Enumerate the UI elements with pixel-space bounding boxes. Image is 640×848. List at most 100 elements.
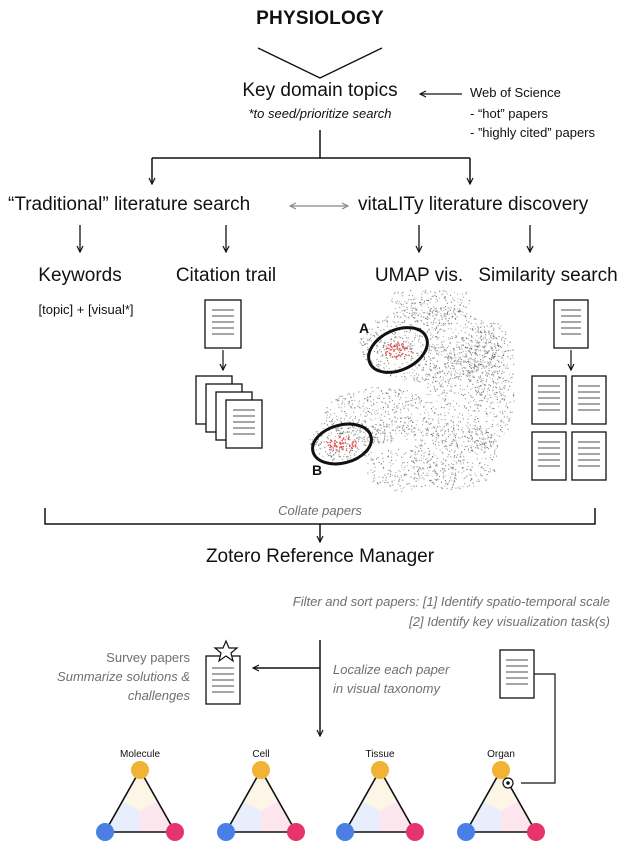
umap-point	[451, 449, 453, 451]
umap-point	[492, 381, 495, 383]
umap-point	[445, 440, 447, 443]
umap-point	[411, 310, 413, 312]
umap-point	[439, 367, 441, 369]
umap-point	[353, 427, 355, 429]
umap-point	[494, 395, 496, 397]
umap-point	[372, 399, 375, 401]
umap-point	[362, 423, 364, 425]
umap-point	[454, 354, 456, 356]
umap-point	[459, 488, 461, 490]
umap-point	[381, 401, 384, 403]
umap-point	[406, 345, 409, 347]
umap-point	[451, 486, 453, 488]
umap-point	[505, 367, 507, 369]
umap-point	[441, 318, 443, 320]
umap-point	[435, 408, 437, 410]
umap-point	[389, 485, 391, 487]
umap-point	[494, 392, 496, 394]
umap-point	[379, 417, 381, 419]
umap-point	[474, 358, 476, 360]
umap-point	[412, 377, 414, 379]
umap-point	[493, 416, 496, 418]
umap-point	[311, 439, 313, 441]
umap-point	[435, 428, 437, 430]
umap-point	[448, 338, 450, 340]
umap-point	[372, 431, 374, 433]
umap-point	[469, 328, 471, 330]
umap-point	[397, 425, 399, 427]
umap-point	[440, 385, 442, 387]
umap-point	[488, 370, 490, 372]
umap-point	[400, 421, 402, 423]
umap-point	[391, 400, 394, 402]
umap-point	[462, 373, 464, 375]
umap-point	[369, 418, 371, 420]
umap-point	[376, 347, 378, 349]
umap-point	[457, 301, 459, 303]
umap-point	[410, 312, 412, 314]
umap-point	[451, 370, 453, 373]
umap-point	[473, 363, 476, 365]
umap-point	[474, 349, 476, 351]
umap-point	[471, 432, 473, 434]
umap-point	[396, 407, 398, 409]
umap-point	[391, 429, 393, 431]
umap-point	[437, 433, 439, 435]
umap-point	[383, 426, 385, 428]
umap-point	[442, 377, 444, 379]
umap-point	[395, 375, 397, 377]
umap-point	[453, 307, 455, 310]
umap-point	[441, 317, 444, 319]
umap-point	[410, 419, 412, 422]
umap-point	[482, 346, 484, 348]
umap-point	[391, 459, 393, 461]
umap-point	[458, 376, 460, 378]
umap-point	[433, 345, 436, 347]
umap-point	[456, 341, 458, 343]
umap-point	[378, 461, 380, 464]
umap-point	[477, 478, 480, 480]
umap-point	[404, 331, 406, 333]
umap-point	[422, 367, 425, 369]
umap-point	[487, 435, 489, 437]
umap-point	[362, 354, 365, 356]
umap-point	[496, 396, 498, 398]
umap-point	[395, 395, 397, 397]
umap-point	[432, 442, 434, 444]
umap-point	[412, 357, 414, 359]
umap-point	[466, 319, 468, 321]
umap-point	[389, 469, 391, 471]
umap-point	[384, 415, 386, 417]
umap-point	[394, 291, 397, 293]
umap-point	[478, 410, 480, 412]
umap-point	[332, 422, 334, 425]
umap-point	[338, 429, 340, 432]
umap-point	[380, 462, 382, 465]
umap-point	[457, 376, 459, 378]
umap-point	[363, 438, 365, 440]
umap-point	[393, 340, 395, 342]
umap-point	[501, 357, 503, 359]
umap-point	[416, 446, 418, 449]
umap-point	[386, 439, 388, 441]
umap-point	[430, 332, 432, 334]
umap-point	[453, 309, 455, 312]
umap-point	[449, 444, 451, 446]
umap-point	[403, 309, 405, 311]
umap-point	[338, 456, 340, 458]
umap-point	[387, 406, 389, 408]
umap-highlight-point	[388, 352, 391, 355]
umap-point	[462, 344, 464, 346]
localize-document	[499, 649, 535, 699]
umap-point	[411, 425, 413, 427]
umap-point	[435, 336, 437, 338]
umap-point	[377, 321, 379, 323]
umap-point	[462, 462, 465, 464]
umap-point	[492, 354, 494, 356]
umap-point	[440, 429, 442, 431]
umap-point	[493, 329, 495, 331]
umap-point	[363, 443, 365, 445]
umap-point	[450, 377, 452, 379]
umap-point	[422, 344, 424, 346]
umap-point	[479, 443, 481, 445]
